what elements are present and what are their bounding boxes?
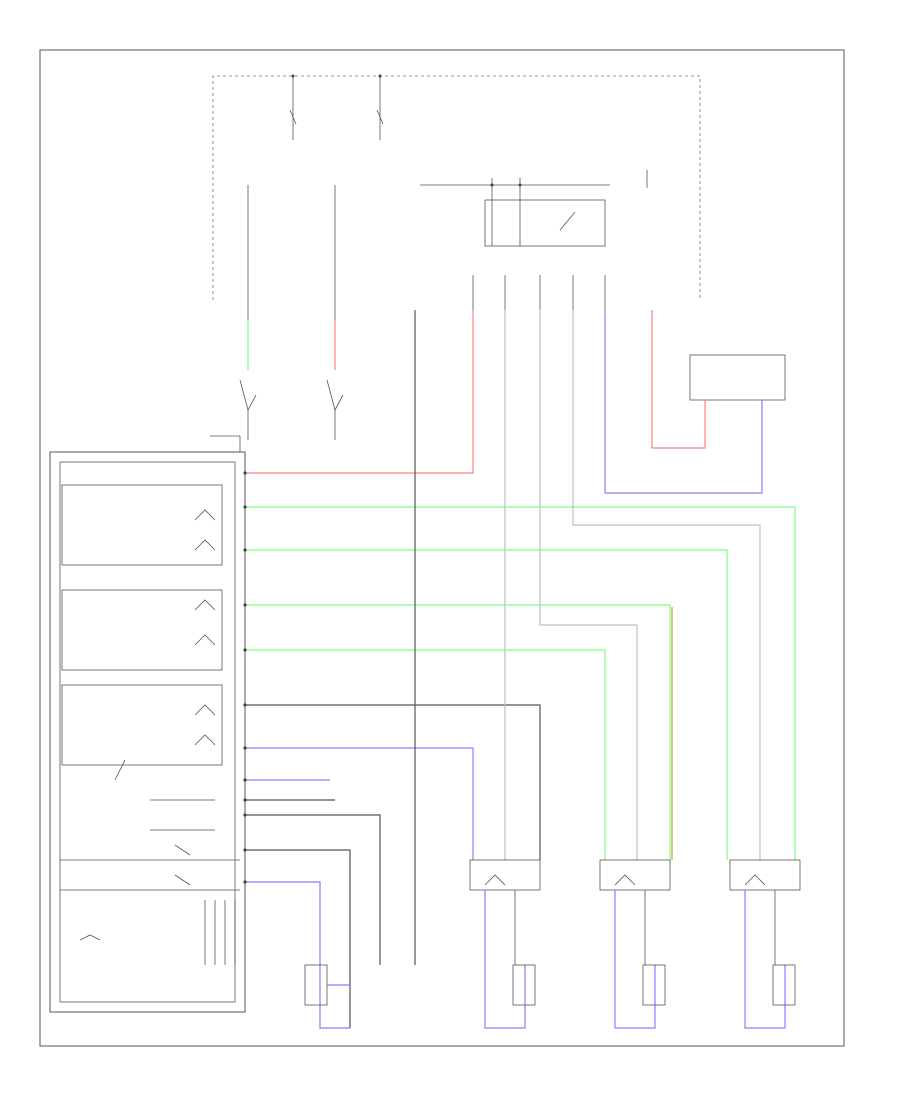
window-motors bbox=[304, 890, 796, 1029]
right-relay bbox=[604, 310, 786, 494]
diagram-border bbox=[39, 49, 845, 1047]
relay-output-wires bbox=[472, 275, 606, 310]
fuse-feeds bbox=[212, 74, 701, 300]
connection-nodes bbox=[243, 471, 247, 884]
window-switch-units bbox=[469, 859, 801, 891]
main-switch-assembly bbox=[49, 435, 246, 1013]
door-switches bbox=[239, 185, 344, 440]
power-window-relay bbox=[420, 170, 648, 247]
harness-wires bbox=[245, 310, 796, 1029]
